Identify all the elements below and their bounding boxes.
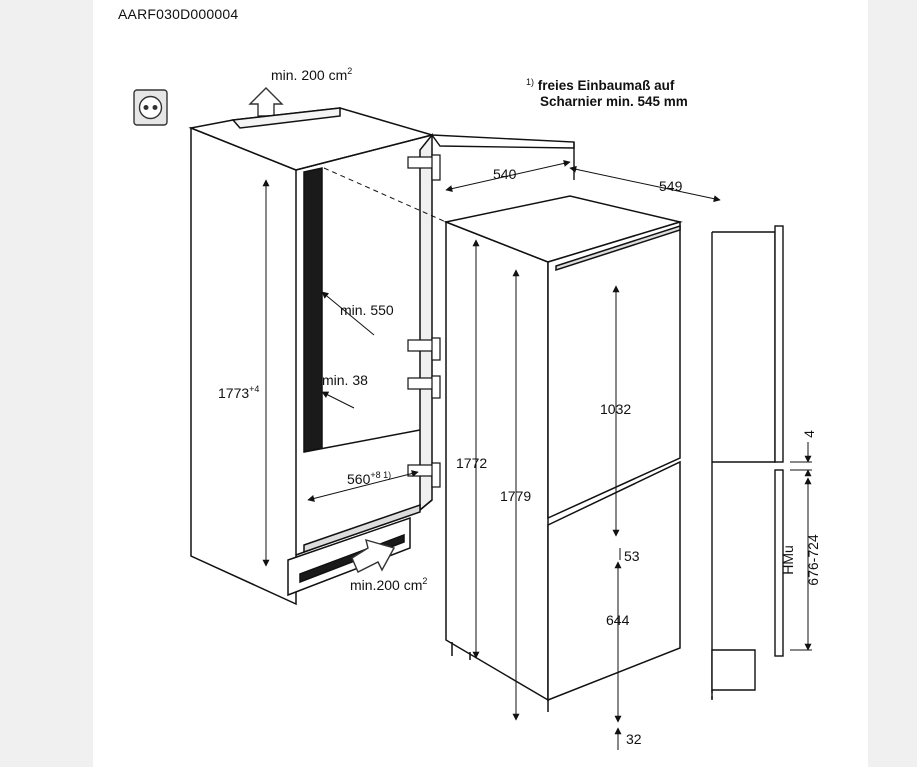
drawing-code: AARF030D000004 — [118, 6, 239, 22]
dimension-lines — [262, 159, 812, 750]
dim-53: 53 — [624, 548, 640, 564]
dim-1772: 1772 — [456, 455, 488, 471]
footnote-marker: 1) — [526, 77, 535, 87]
dim-hmu-range: 676-724 — [805, 534, 821, 586]
vent-top-label: min. 200 cm2 — [271, 66, 353, 83]
dim-4: 4 — [800, 430, 817, 438]
footnote: 1) freies Einbaumaß auf Scharnier min. 5… — [526, 74, 688, 110]
dim-549: 549 — [659, 178, 683, 194]
dim-min-550: min. 550 — [340, 302, 394, 318]
footnote-line1: freies Einbaumaß auf — [537, 78, 675, 93]
niche-cabinet — [188, 107, 435, 606]
dim-560: 560+8 1) — [347, 470, 392, 487]
footnote-line2: Scharnier min. 545 mm — [540, 94, 688, 109]
dim-644: 644 — [606, 612, 630, 628]
dim-1032: 1032 — [600, 401, 632, 417]
airflow-arrow-icon — [248, 87, 284, 117]
dim-32: 32 — [626, 731, 642, 747]
vent-bottom-label: min.200 cm2 — [350, 576, 428, 593]
fridge-appliance — [443, 195, 683, 712]
dim-1779: 1779 — [500, 488, 532, 504]
dim-540: 540 — [493, 166, 517, 182]
furniture-front-section — [711, 225, 784, 700]
power-socket-icon — [133, 89, 168, 126]
dim-hmu: HMu — [780, 545, 796, 575]
bottom-airflow-arrow-icon — [351, 538, 396, 573]
dim-1773: 1773+4 — [218, 384, 260, 401]
dim-min-38: min. 38 — [322, 372, 368, 388]
hinges — [407, 154, 441, 488]
